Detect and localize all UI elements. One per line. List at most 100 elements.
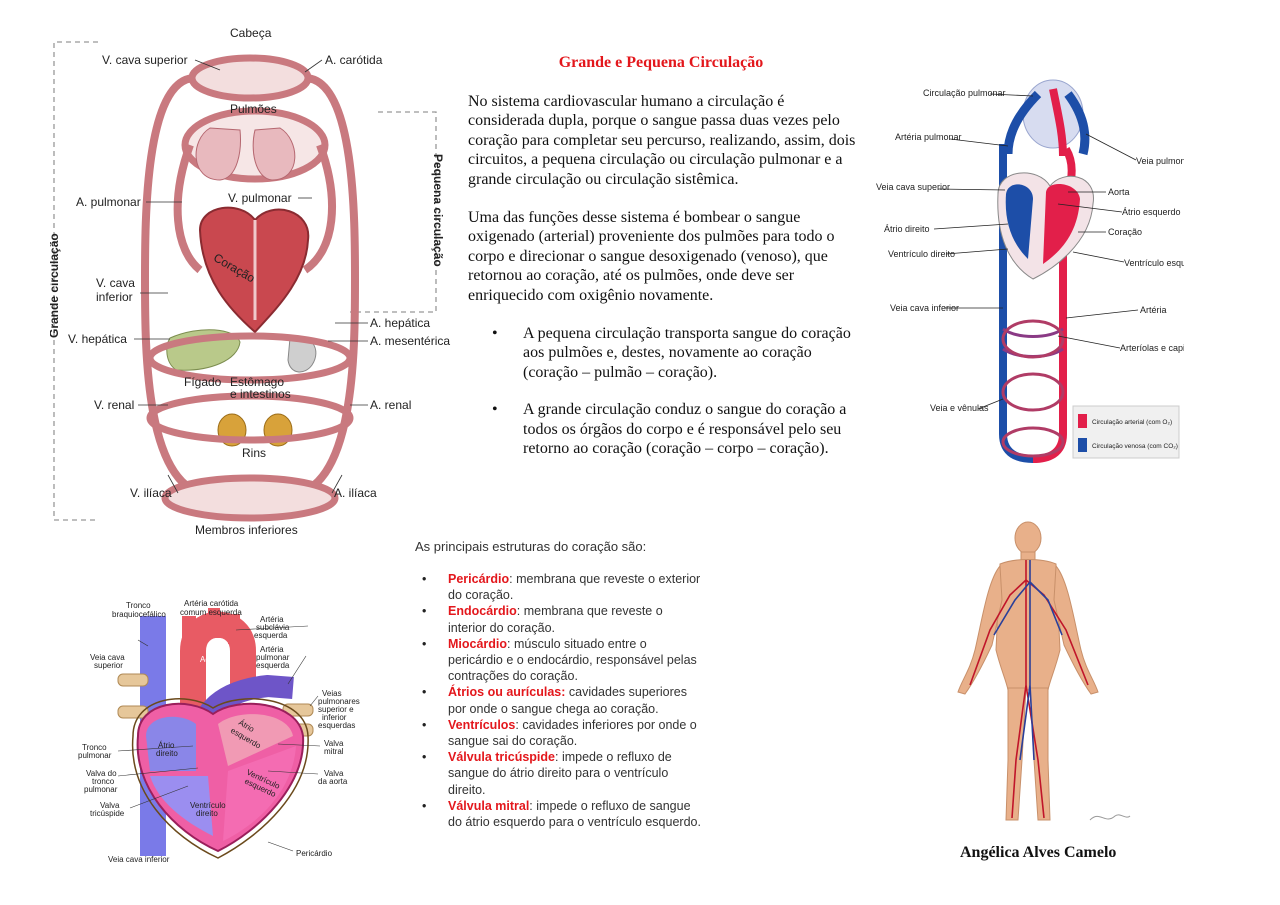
left-ventricle: [223, 746, 296, 841]
label-arteriolas: Arteríolas e capilar: [1120, 343, 1184, 353]
label-vent-dir-1: Ventrículo: [190, 801, 226, 810]
body-silhouette: [957, 521, 1099, 821]
separator: :: [509, 572, 517, 586]
structure-item: Pericárdio: membrana que reveste o exter…: [422, 571, 702, 603]
structure-term: Pericárdio: [448, 572, 510, 586]
abdominal-loop: [146, 332, 354, 384]
label-veia-cava-inferior: Veia cava inferior: [890, 303, 959, 313]
author-name: Angélica Alves Camelo: [960, 844, 1117, 861]
separator: :: [516, 604, 524, 619]
label-estomago-1: Estômago: [230, 375, 284, 389]
structure-desc: impede o refluxo de sangue do átrio dire…: [448, 750, 672, 797]
label-art-pulm-1: Artéria: [260, 645, 284, 654]
vessel-leader-lines: [933, 93, 1139, 410]
label-carotida-1: Artéria carótida: [184, 599, 239, 608]
label-tronco: Tronco: [126, 601, 151, 610]
label-veia-cava-inf: Veia cava inferior: [108, 855, 170, 864]
label-a-renal: A. renal: [370, 398, 411, 412]
label-a-pulmonar: A. pulmonar: [76, 195, 141, 209]
structure-term: Válvula mitral: [448, 798, 530, 813]
bullet-pequena-circulacao: A pequena circulação transporta sangue d…: [492, 324, 857, 382]
structure-term: Miocárdio: [448, 636, 508, 651]
intro-paragraph: No sistema cardiovascular humano a circu…: [468, 93, 856, 188]
structure-term: Endocárdio: [448, 604, 517, 619]
structure-item: Miocárdio: músculo situado entre o peric…: [422, 636, 702, 685]
structure-desc: cavidades inferiores por onde o sangue s…: [448, 717, 697, 749]
label-v-cava-superior: V. cava superior: [102, 53, 188, 67]
structure-desc: cavidades superiores por onde o sangue c…: [448, 685, 687, 716]
heart-right-side: [1005, 184, 1033, 259]
carotid-artery: [208, 608, 220, 638]
label-subclavia-2: subclávia: [256, 623, 290, 632]
label-pequena-circulacao: Pequena circulação: [431, 154, 445, 267]
label-v-iliaca: V. ilíaca: [130, 486, 172, 500]
label-v-pulmonar: V. pulmonar: [228, 191, 292, 205]
lungs: [195, 127, 296, 181]
label-veias-pulm-3: superior e: [318, 705, 354, 714]
bullet-grande-circulacao: A grande circulação conduz o sangue do c…: [492, 400, 857, 458]
label-valva-tric-2: tricúspide: [90, 809, 125, 818]
label-veias-pulm-5: esquerdas: [318, 721, 355, 730]
subclavian-artery: [228, 614, 240, 644]
label-ventriculo-esquerdo: Ventrículo esquer: [1124, 258, 1184, 268]
structure-term: Ventrículos: [448, 717, 516, 732]
label-valva-tronco-2: tronco: [92, 777, 115, 786]
grande-circulacao-bracket: [53, 41, 98, 521]
label-arteria: Artéria: [1140, 305, 1167, 315]
pulmonary-arteries: [1049, 88, 1067, 157]
label-cabeca: Cabeça: [230, 26, 272, 40]
label-veia-cava-sup-1: Veia cava: [90, 653, 125, 662]
label-v-cava-2: inferior: [96, 290, 133, 304]
right-atrium: [146, 716, 196, 771]
structure-term: Átrios ou aurículas:: [448, 685, 566, 700]
head-capillaries: [188, 54, 312, 102]
label-figado: Fígado: [184, 375, 222, 389]
structure-item: Válvula mitral: impede o refluxo de sang…: [422, 798, 702, 830]
legend-arterial-swatch: [1078, 414, 1087, 428]
left-atrium: [218, 714, 293, 766]
label-subclavia-3: esquerda: [254, 631, 288, 640]
structure-item: Válvula tricúspide: impede o refluxo de …: [422, 749, 702, 798]
label-vent-dir-2: direito: [196, 809, 218, 818]
label-rins: Rins: [242, 446, 266, 460]
label-v-renal: V. renal: [94, 398, 134, 412]
label-carotida-2: comum esquerda: [180, 608, 242, 617]
structure-item: Endocárdio: membrana que reveste o inter…: [422, 603, 702, 635]
legend-venous-label: Circulação venosa (com CO₂): [1092, 443, 1178, 450]
legend-box: [1072, 405, 1180, 459]
label-a-iliaca: A. ilíaca: [334, 486, 377, 500]
function-paragraph: Uma das funções desse sistema é bombear …: [468, 209, 835, 304]
lower-limb-capillaries: [161, 474, 339, 522]
label-atrio-direito: Átrio direito: [884, 224, 930, 234]
label-valva-aorta-2: da aorta: [318, 777, 348, 786]
pericardium: [131, 698, 309, 859]
label-aorta: Aorta: [200, 655, 220, 664]
label-tronco-pulm-1: Tronco: [82, 743, 107, 752]
label-estomago-2: e intestinos: [230, 387, 291, 401]
capillary-beds: [1001, 319, 1065, 458]
label-veia-pulmonar: Veia pulmona: [1136, 156, 1184, 166]
label-valva-tronco-3: pulmonar: [84, 785, 118, 794]
heart-anatomy-diagram: Tronco braquiocefálico Artéria carótida …: [78, 599, 360, 864]
label-tronco-pulm-2: pulmonar: [78, 751, 112, 760]
separator: :: [554, 750, 562, 765]
legend-arterial-label: Circulação arterial (com O₂): [1092, 419, 1172, 426]
structures-heading: As principais estruturas do coração são:: [415, 539, 647, 554]
structures-list: Pericárdio: membrana que reveste o exter…: [422, 571, 702, 830]
label-ventriculo-direito: Ventrículo direito: [888, 249, 955, 259]
structure-term: Válvula tricúspide: [448, 750, 555, 765]
label-atrio-dir-1: Átrio: [158, 741, 175, 750]
renal-loop: [146, 392, 354, 444]
label-veia-cava-superior: Veia cava superior: [876, 182, 950, 192]
page-title: Grande e Pequena Circulação: [558, 54, 764, 71]
label-subclavia-1: Artéria: [260, 615, 284, 624]
structure-desc: músculo situado entre o pericárdio e o e…: [448, 636, 697, 684]
heart-leader-lines: [117, 625, 321, 852]
separator: :: [515, 717, 523, 732]
separator: :: [529, 798, 537, 813]
label-braquiocefalico: braquiocefálico: [112, 610, 166, 619]
structure-desc: membrana que reveste o exterior do coraç…: [448, 572, 701, 603]
label-valva-aorta-1: Valva: [324, 769, 344, 778]
label-circulacao-pulmonar: Circulação pulmonar: [923, 88, 1006, 98]
label-pulmoes: Pulmões: [230, 102, 277, 116]
